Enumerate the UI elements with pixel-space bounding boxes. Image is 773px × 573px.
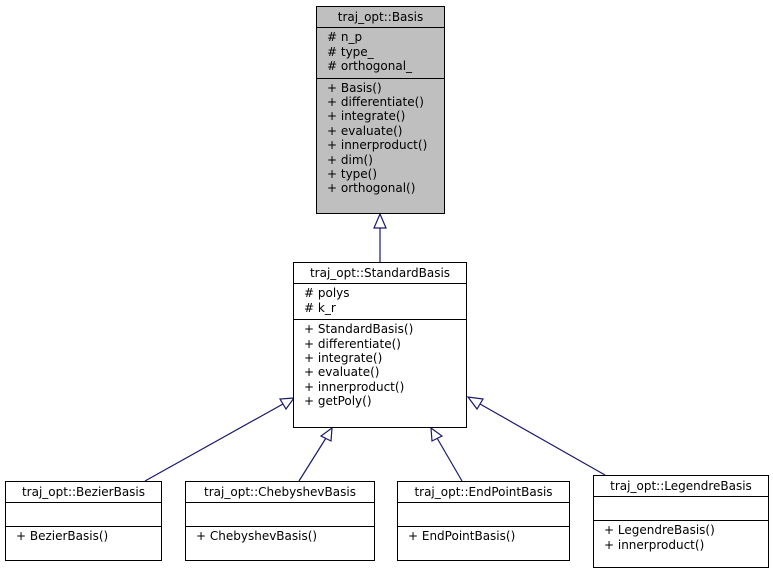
class-bezier-basis[interactable]: traj_opt::BezierBasis + BezierBasis() xyxy=(5,481,162,561)
class-chebyshev-basis[interactable]: traj_opt::ChebyshevBasis + ChebyshevBasi… xyxy=(185,481,375,561)
attribute: # orthogonal_ xyxy=(327,59,413,74)
class-basis-attributes: # n_p # type_ # orthogonal_ xyxy=(317,27,444,77)
class-legendre-basis-attributes xyxy=(594,496,768,520)
method: + Basis() xyxy=(327,80,382,95)
edge-legendre-to-standard xyxy=(479,403,606,476)
method: + ChebyshevBasis() xyxy=(196,529,318,544)
class-standard-basis-methods: + StandardBasis() + differentiate() + in… xyxy=(294,319,466,412)
arrowhead-legendre xyxy=(466,396,484,411)
class-standard-basis[interactable]: traj_opt::StandardBasis # polys # k_r + … xyxy=(293,262,467,428)
arrowhead-basis xyxy=(373,212,387,229)
method: + evaluate() xyxy=(327,123,403,138)
method: + differentiate() xyxy=(327,95,424,110)
arrowhead-chebyshev xyxy=(319,426,333,442)
attribute: # n_p xyxy=(327,30,363,45)
attribute: # type_ xyxy=(327,44,374,59)
class-endpoint-basis-methods: + EndPointBasis() xyxy=(398,526,569,547)
method: + differentiate() xyxy=(304,336,401,351)
class-endpoint-basis-title: traj_opt::EndPointBasis xyxy=(414,485,553,499)
attribute: # k_r xyxy=(304,300,336,315)
method: + StandardBasis() xyxy=(304,322,414,337)
class-standard-basis-title: traj_opt::StandardBasis xyxy=(309,266,451,280)
method: + getPoly() xyxy=(304,394,372,409)
edge-endpoint-to-standard xyxy=(436,437,463,482)
class-bezier-basis-methods: + BezierBasis() xyxy=(6,526,161,547)
class-basis[interactable]: traj_opt::Basis # n_p # type_ # orthogon… xyxy=(316,6,445,214)
method: + EndPointBasis() xyxy=(408,529,516,544)
method: + LegendreBasis() xyxy=(604,523,715,538)
class-chebyshev-basis-attributes xyxy=(186,502,374,526)
class-bezier-basis-title: traj_opt::BezierBasis xyxy=(21,485,146,499)
class-legendre-basis-methods: + LegendreBasis() + innerproduct() xyxy=(594,520,768,556)
class-endpoint-basis[interactable]: traj_opt::EndPointBasis + EndPointBasis(… xyxy=(397,481,570,561)
edge-chebyshev-to-standard xyxy=(298,437,327,482)
method: + orthogonal() xyxy=(327,181,416,196)
attribute: # polys xyxy=(304,286,350,301)
method: + evaluate() xyxy=(304,365,380,380)
method: + type() xyxy=(327,167,378,182)
arrowhead-bezier xyxy=(278,397,296,411)
class-standard-basis-attributes: # polys # k_r xyxy=(294,283,466,319)
method: + BezierBasis() xyxy=(16,529,109,544)
method: + innerproduct() xyxy=(604,537,705,552)
class-bezier-basis-attributes xyxy=(6,502,161,526)
method: + innerproduct() xyxy=(304,379,405,394)
class-legendre-basis-title: traj_opt::LegendreBasis xyxy=(610,479,752,493)
class-endpoint-basis-attributes xyxy=(398,502,569,526)
method: + integrate() xyxy=(327,109,406,124)
arrowhead-endpoint xyxy=(430,426,444,442)
method: + integrate() xyxy=(304,351,383,366)
class-basis-title: traj_opt::Basis xyxy=(337,10,424,24)
class-chebyshev-basis-title: traj_opt::ChebyshevBasis xyxy=(204,485,356,499)
edge-bezier-to-standard xyxy=(144,403,284,482)
class-legendre-basis[interactable]: traj_opt::LegendreBasis + LegendreBasis(… xyxy=(593,475,769,568)
class-chebyshev-basis-methods: + ChebyshevBasis() xyxy=(186,526,374,547)
method: + innerproduct() xyxy=(327,138,428,153)
method: + dim() xyxy=(327,152,373,167)
class-basis-methods: + Basis() + differentiate() + integrate(… xyxy=(317,77,444,200)
